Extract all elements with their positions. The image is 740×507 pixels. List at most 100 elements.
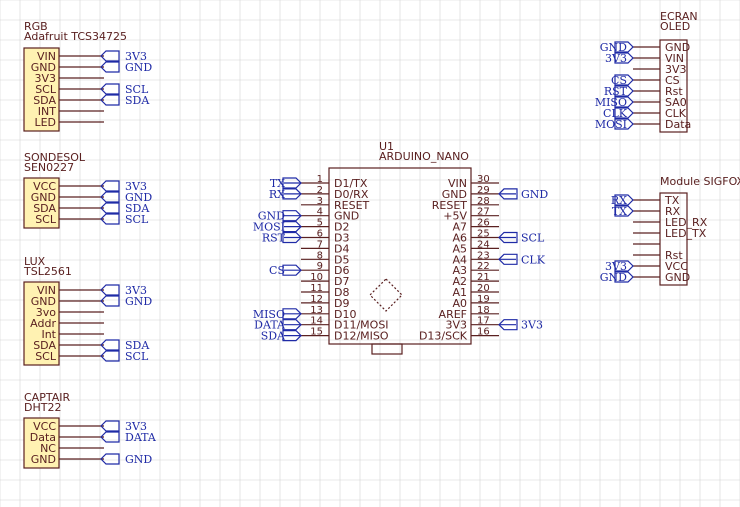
arduino-net-label: TX [270, 177, 285, 190]
arduino-net-flag [282, 210, 302, 222]
oled-net-flag [614, 107, 634, 119]
arduino-pin-number: 15 [310, 327, 323, 338]
oled-net-label: RST [604, 85, 628, 98]
arduino-pin-number: 28 [477, 196, 490, 207]
arduino-pin-number: 6 [317, 229, 323, 240]
sondesol-net-flag [100, 202, 120, 214]
rgb-pin-label: INT [38, 105, 56, 118]
arduino-pin-label: D0/RX [334, 188, 369, 201]
captair-pin-label: GND [31, 453, 56, 466]
arduino-net-flag [282, 308, 302, 320]
sondesol-net-flag [100, 180, 120, 192]
lux-net-label: SDA [125, 339, 150, 352]
arduino-pin-label: D5 [334, 253, 349, 266]
oled-part: OLED [660, 20, 690, 33]
arduino-pin-label: A5 [452, 242, 467, 255]
oled-pin-label: GND [665, 41, 690, 54]
rgb-net-flag [100, 83, 120, 95]
arduino-net-label: SCL [521, 232, 545, 245]
oled-net-label: GND [600, 41, 627, 54]
arduino-pin-label: D4 [334, 242, 349, 255]
arduino-net-label: MOSI [253, 221, 285, 234]
sigfox-net-label: GND [600, 271, 627, 284]
arduino-pin-number: 4 [317, 207, 323, 218]
arduino-pin-label: A3 [452, 264, 467, 277]
rgb-net-flag [100, 50, 120, 62]
arduino-net-flag [498, 231, 518, 244]
arduino-net-flag [498, 253, 518, 265]
sondesol-part: SEN0227 [24, 161, 74, 174]
lux-net-flag [100, 295, 120, 307]
sigfox-pin-label: RX [665, 205, 681, 218]
arduino-net-label: RX [269, 188, 285, 201]
lux-pin-label: SDA [33, 339, 56, 352]
oled-net-flag [614, 41, 634, 53]
arduino-net-flag [282, 188, 302, 200]
arduino-pin-label: GND [334, 210, 359, 223]
arduino-pin-number: 21 [477, 272, 490, 283]
arduino-pin-label: D10 [334, 308, 356, 321]
arduino-pin-number: 18 [477, 305, 490, 316]
oled-net-label: CS [611, 74, 627, 87]
oled-net-flag [614, 118, 634, 130]
arduino-pin-label: D6 [334, 264, 349, 277]
lux-name: LUX [24, 255, 46, 268]
lux-pin-label: GND [31, 295, 56, 308]
arduino-net-label: GND [258, 210, 285, 223]
arduino-pin-label: RESET [334, 199, 370, 212]
arduino-pin-label: D1/TX [334, 177, 368, 190]
arduino-pin-number: 10 [310, 272, 323, 283]
captair-pin-label: NC [40, 442, 56, 455]
sondesol-pin-label: SCL [35, 213, 57, 226]
rgb-pin-label: VIN [37, 50, 56, 63]
arduino-part: ARDUINO_NANO [379, 150, 469, 163]
captair-net-label: DATA [125, 431, 157, 444]
arduino-pin-label: D11/MOSI [334, 319, 389, 332]
arduino-net-label: SDA [261, 330, 286, 343]
captair-net-label: GND [125, 453, 152, 466]
oled-net-label: MISO [595, 96, 627, 109]
sondesol-body [23, 177, 60, 229]
rgb-net-label: GND [125, 61, 152, 74]
oled-net-label: CLK [603, 107, 628, 120]
oled-net-flag [614, 52, 634, 64]
sigfox-pin-label: Rst [665, 249, 683, 262]
sigfox-pin-label: VCC [665, 260, 688, 273]
arduino-pin-number: 20 [477, 283, 490, 294]
arduino-pin-label: D13/SCK [419, 330, 468, 343]
arduino-pin-number: 1 [317, 174, 323, 185]
arduino-pin-label: 3V3 [445, 319, 467, 332]
rgb-name: RGB [24, 20, 48, 33]
rgb-net-label: 3V3 [125, 50, 147, 63]
sondesol-net-flag [100, 191, 120, 203]
lux-pin-label: Addr [30, 317, 56, 330]
oled-body [659, 39, 688, 133]
arduino-pin-label: D3 [334, 232, 349, 245]
arduino-pin-label: A1 [452, 286, 467, 299]
arduino-pin-number: 2 [317, 185, 323, 196]
arduino-net-flag [282, 330, 302, 342]
lux-pin-label: VIN [37, 284, 56, 297]
captair-pin-label: VCC [33, 420, 56, 433]
arduino-pin-label: GND [442, 188, 467, 201]
arduino-pin-label: D12/MISO [334, 330, 389, 343]
arduino-pin-number: 22 [477, 261, 490, 272]
oled-net-flag [614, 74, 634, 86]
sondesol-net-label: SCL [125, 213, 149, 226]
sondesol-pin-label: GND [31, 191, 56, 204]
sondesol-name: SONDESOL [24, 151, 86, 164]
arduino-ref: U1 [379, 140, 394, 153]
oled-pin-label: VIN [665, 52, 684, 65]
arduino-pin-number: 12 [310, 294, 323, 305]
arduino-chip [369, 278, 403, 312]
arduino-net-label: CLK [521, 253, 546, 266]
arduino-pin-label: +5V [443, 210, 467, 223]
arduino-pin-number: 8 [317, 250, 323, 261]
arduino-usb [371, 343, 403, 355]
arduino-pin-number: 14 [310, 316, 323, 327]
captair-net-flag [100, 453, 120, 465]
sondesol-pin-label: SDA [33, 202, 56, 215]
oled-pin-label: Rst [665, 85, 683, 98]
